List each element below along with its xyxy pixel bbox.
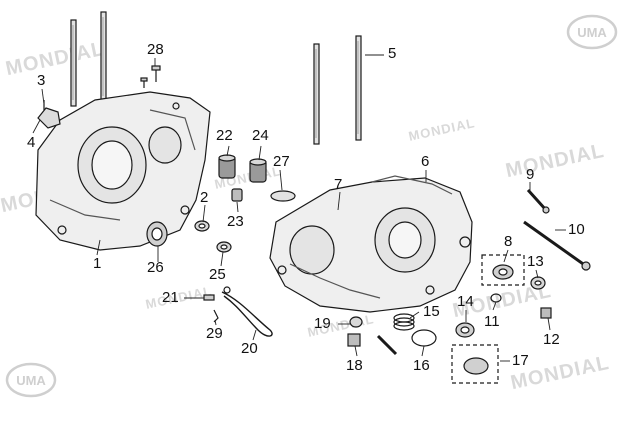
right-long-studs: [313, 35, 362, 145]
seal-assembly-8: [481, 254, 525, 286]
right-crankcase: [269, 175, 473, 313]
spring-15: [393, 313, 415, 331]
callout-18: 18: [346, 357, 363, 374]
callout-21: 21: [162, 289, 179, 306]
clip-21: [203, 294, 215, 301]
leader-lines: [32, 54, 566, 362]
callout-7: 7: [334, 176, 343, 193]
bushing-23: [231, 188, 243, 202]
callout-9: 9: [526, 166, 535, 183]
callout-23: 23: [227, 213, 244, 230]
breather-hose-20: [221, 286, 273, 337]
callout-5: 5: [388, 45, 397, 62]
callout-10: 10: [568, 221, 585, 238]
callout-25: 25: [209, 266, 226, 283]
logo-text: UMA: [16, 373, 46, 388]
callout-22: 22: [216, 127, 233, 144]
left-crankcase: [35, 91, 211, 251]
callout-17: 17: [512, 352, 529, 369]
callout-24: 24: [252, 127, 269, 144]
oring-11: [490, 293, 502, 303]
callout-14: 14: [457, 293, 474, 310]
callout-19: 19: [314, 315, 331, 332]
logo-text: UMA: [577, 25, 607, 40]
ring-16: [411, 329, 437, 347]
callout-11: 11: [484, 313, 500, 330]
uma-logo-bottom-left: UMA: [5, 362, 57, 398]
washer-13: [530, 276, 546, 290]
callout-12: 12: [543, 331, 560, 348]
callout-16: 16: [413, 357, 430, 374]
bolt-10: [523, 220, 591, 271]
washer-19: [349, 316, 363, 328]
callout-4: 4: [27, 134, 36, 151]
plug-12: [540, 307, 552, 319]
seal-14: [455, 322, 475, 338]
callout-13: 13: [527, 253, 544, 270]
callout-3: 3: [37, 72, 46, 89]
bolt-18: [347, 333, 398, 356]
bracket-part: [37, 100, 61, 129]
callout-26: 26: [147, 259, 164, 276]
bolt-9: [526, 188, 550, 214]
callout-8: 8: [504, 233, 513, 250]
callout-29: 29: [206, 325, 223, 342]
callout-2: 2: [200, 189, 209, 206]
callout-20: 20: [241, 340, 258, 357]
bearing-24: [249, 158, 267, 183]
callout-1: 1: [93, 255, 102, 272]
filter-assembly-17: [451, 344, 499, 384]
oil-seal-26: [146, 221, 168, 247]
uma-logo-top-right: UMA: [566, 14, 618, 50]
left-long-studs: [70, 11, 107, 107]
callout-27: 27: [273, 153, 290, 170]
callout-6: 6: [421, 153, 430, 170]
callout-15: 15: [423, 303, 440, 320]
washer-25: [216, 241, 232, 253]
callout-28: 28: [147, 41, 164, 58]
washer-2: [194, 220, 210, 232]
bolt-28: [140, 65, 161, 88]
bearing-22: [218, 154, 236, 179]
ring-27: [270, 190, 296, 202]
